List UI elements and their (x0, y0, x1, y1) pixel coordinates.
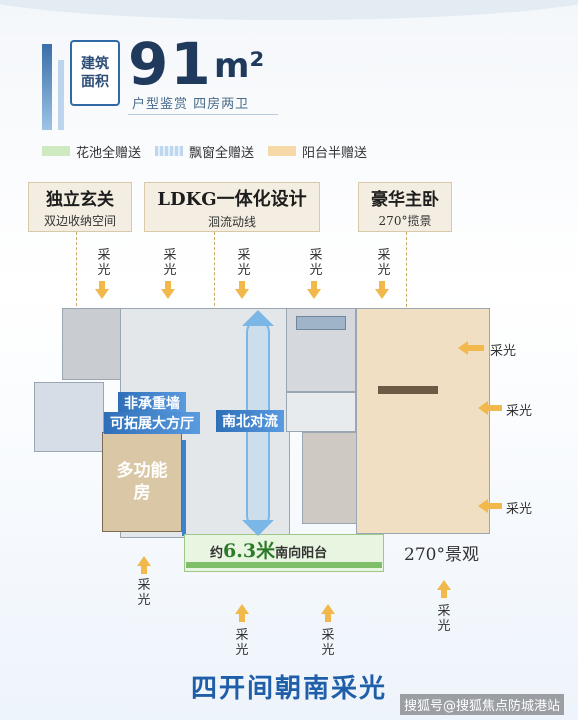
master-title: 豪华主卧 (371, 190, 439, 210)
light-arrow-stem (488, 405, 502, 411)
foyer-pointer-line (76, 232, 77, 372)
header-accent-bar (42, 44, 52, 130)
light-arrow-left-icon (458, 341, 468, 355)
legend-item-bay-window: 飘窗全赠送 (155, 142, 254, 161)
south-north-flow-tag: 南北对流 (216, 410, 284, 432)
balcony-prefix: 约 (210, 546, 224, 561)
master-subtitle: 270°揽景 (378, 214, 432, 228)
ldkg-subtitle: 洄流动线 (207, 214, 256, 229)
expandable-hall-tag: 可拓展大方厅 (104, 412, 200, 434)
legend-label: 花池全赠送 (76, 145, 142, 161)
legend-item-planter: 花池全赠送 (42, 142, 141, 161)
multi-function-label: 多功能房 (116, 461, 168, 503)
header-divider (128, 114, 278, 115)
area-label-box: 建筑 面积 (70, 40, 120, 106)
light-label: 采光 (437, 604, 451, 634)
light-label: 采光 (235, 628, 249, 658)
top-arc-decoration (0, 0, 578, 20)
master-pointer-line (406, 232, 407, 312)
light-label: 采光 (163, 248, 177, 278)
legend-swatch-green (42, 146, 70, 156)
balcony-length: 6.3米 (223, 540, 276, 562)
view-270-label: 270°景观 (404, 545, 479, 565)
light-label: 采光 (237, 248, 251, 278)
light-label: 采光 (309, 248, 323, 278)
light-arrow-down-icon (235, 289, 249, 299)
entry-room (34, 382, 104, 452)
foyer-title: 独立玄关 (46, 190, 114, 210)
legend-label: 阳台半赠送 (302, 145, 368, 161)
ldkg-title: LDKG一体化设计 (157, 188, 307, 210)
light-arrow-stem (311, 281, 317, 289)
light-arrow-down-icon (161, 289, 175, 299)
area-label-line1: 建筑 (81, 56, 109, 72)
area-unit: m² (214, 46, 265, 86)
light-label: 采光 (506, 404, 533, 419)
balcony-label: 约6.3米南向阳台 (210, 536, 327, 563)
legend-item-balcony: 阳台半赠送 (268, 142, 367, 161)
light-label: 采光 (506, 502, 533, 517)
light-arrow-stem (488, 503, 502, 509)
window-icon (296, 316, 346, 330)
light-arrow-stem (239, 614, 245, 622)
light-arrow-up-icon (321, 604, 335, 614)
light-label: 采光 (137, 578, 151, 608)
partition-wall-strip (182, 440, 186, 536)
light-arrow-left-icon (478, 401, 488, 415)
light-arrow-stem (165, 281, 171, 289)
light-arrow-down-icon (95, 289, 109, 299)
legend: 花池全赠送 飘窗全赠送 阳台半赠送 (42, 142, 381, 161)
foyer-label: 独立玄关 双边收纳空间 (28, 182, 132, 232)
planter-strip (186, 562, 382, 568)
airflow-arrowhead-up-icon (242, 310, 274, 326)
light-arrow-stem (99, 281, 105, 289)
light-arrow-stem (441, 590, 447, 598)
foyer-subtitle: 双边收纳空间 (43, 214, 116, 228)
non-bearing-wall-tag: 非承重墙 (118, 392, 186, 414)
light-arrow-up-icon (437, 580, 451, 590)
light-arrow-left-icon (478, 499, 488, 513)
light-arrow-up-icon (137, 556, 151, 566)
legend-label: 飘窗全赠送 (189, 145, 255, 161)
light-label: 采光 (321, 628, 335, 658)
light-label: 采光 (377, 248, 391, 278)
light-label: 采光 (97, 248, 111, 278)
foyer-room (62, 308, 122, 380)
airflow-arrowhead-down-icon (242, 520, 274, 536)
legend-swatch-blue (155, 146, 184, 156)
master-bedroom (356, 308, 490, 534)
header-subtitle: 户型鉴赏 四房两卫 (132, 97, 250, 112)
light-arrow-down-icon (375, 289, 389, 299)
light-arrow-stem (379, 281, 385, 289)
light-arrow-stem (325, 614, 331, 622)
ldkg-label: LDKG一体化设计 洄流动线 (144, 182, 320, 232)
area-number: 91 (128, 30, 213, 98)
bottom-title: 四开间朝南采光 (190, 674, 387, 704)
light-arrow-stem (468, 345, 484, 351)
light-arrow-down-icon (307, 289, 321, 299)
light-label: 采光 (490, 344, 517, 359)
balcony-suffix: 南向阳台 (275, 546, 328, 561)
master-wall-detail (378, 386, 438, 394)
header-accent-bar-light (58, 60, 64, 130)
light-arrow-stem (141, 566, 147, 574)
watermark: 搜狐号@搜狐焦点防城港站 (399, 694, 564, 715)
bathroom (286, 392, 356, 432)
light-arrow-stem (239, 281, 245, 289)
master-label: 豪华主卧 270°揽景 (358, 182, 452, 232)
area-label-line2: 面积 (81, 74, 109, 90)
light-arrow-up-icon (235, 604, 249, 614)
legend-swatch-orange (268, 146, 297, 156)
